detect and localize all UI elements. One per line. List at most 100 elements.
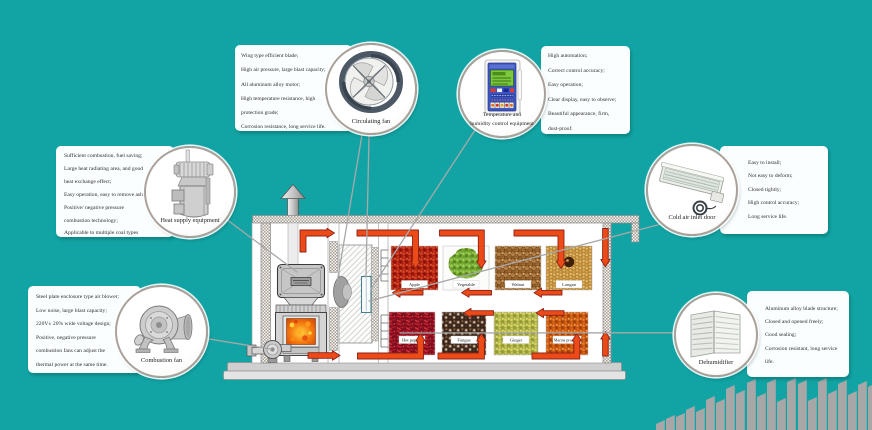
feature-line: 220V± 20% wide voltage design;: [36, 321, 111, 327]
feature-line: Beautiful appearance, firm,: [548, 111, 610, 118]
oven-top-wall-corner: [631, 222, 640, 243]
feature-line: All aluminum alloy motor;: [241, 81, 301, 88]
feature-line: Not easy to deform;: [748, 173, 793, 180]
circle-caption-line: Temperature and: [482, 112, 522, 118]
feature-line: Clear display, easy to observe;: [548, 96, 617, 103]
feature-line: Low noise, large blast capacity;: [36, 307, 107, 314]
airflow-arrows: [299, 227, 611, 361]
callout-circle-circulating-fan: Circulating fan: [325, 43, 417, 135]
leader-circulating-fan-b: [365, 130, 370, 278]
oven-left-outer-panel: [251, 221, 262, 364]
feature-line: heat exchange effect;: [64, 178, 112, 185]
arrow-mid-left-4: [463, 307, 494, 319]
feature-line: Corrosion resistant, long service: [765, 345, 838, 352]
chimney-pipe: [287, 197, 299, 218]
heat-exchanger: [276, 263, 326, 299]
arrow-furnace-bottom: [307, 350, 341, 361]
feature-line: Corrosion resistance, long service life.: [241, 124, 326, 131]
feature-line: Wing type efficient blade;: [241, 53, 299, 59]
feature-line: Easy operation;: [548, 82, 583, 89]
furnace: [275, 297, 327, 362]
arrow-right-wall-up: [600, 331, 611, 357]
tray-label: Vegetable: [457, 282, 475, 287]
circle-caption: Dehumidifier: [698, 359, 734, 366]
tray-label: Apple: [409, 282, 420, 287]
arrow-top-into-longan: [513, 229, 567, 269]
feature-line: Steel plate enclosure type air blower;: [36, 294, 120, 300]
tray-longan: Longan: [545, 245, 593, 291]
cold-air-door-image: [659, 162, 725, 216]
leader-heat-supply: [225, 218, 298, 273]
tray-label: Walnut: [512, 282, 526, 287]
oven-base-slab-lower: [223, 370, 626, 380]
oven-base-slab: [227, 362, 622, 372]
circle-caption-line: humidity control equipment: [470, 120, 534, 127]
arrow-bottom-into-pepper: [357, 333, 426, 360]
arrow-mid-left-3: [533, 287, 563, 298]
arrow-top-into-vegetable: [439, 229, 487, 269]
feature-line: Good sealing;: [765, 332, 797, 339]
feature-line: combustion technology;: [64, 217, 118, 224]
callout-circle-temperature-control: Temperature and humidity control equipme…: [458, 50, 546, 138]
circle-caption: Heat supply equipment: [160, 217, 220, 224]
arrow-right-wall-down: [600, 228, 611, 268]
feature-line: Sufficient combustion, fuel saving;: [64, 153, 143, 159]
oven-left-wall: [260, 222, 271, 364]
arrow-mid-left-1: [392, 287, 424, 298]
combustion-fan-image: [134, 305, 193, 353]
arrow-bottom-into-marine: [531, 333, 582, 360]
feature-line: Closed and opened freely;: [765, 319, 824, 326]
tray-label: Fungus: [457, 338, 471, 343]
feature-line: dust-proof.: [548, 125, 573, 132]
chimney-cap: [280, 183, 306, 199]
oven-top-wall: [252, 215, 640, 224]
leader-temperature: [370, 126, 478, 290]
feature-line: combustion fans can adjust the: [36, 348, 105, 354]
oven-right-wall: [602, 222, 612, 364]
arrow-mid-left-5: [535, 307, 565, 319]
feature-line: Closed tightly;: [748, 186, 782, 193]
arrow-top-into-apple: [356, 229, 421, 269]
feature-line: Easy operation, easy to remove ash;: [64, 191, 145, 198]
temperature-control-image: [484, 59, 522, 115]
tray-walnut: Walnut: [494, 245, 542, 291]
leader-circulating-fan-a: [336, 130, 364, 284]
feature-line: High automation;: [548, 53, 588, 59]
drying-oven: Apple Vegetable Walnut Longan Ho: [223, 183, 640, 380]
tray-label: Longan: [562, 282, 576, 287]
feature-line: High control accuracy;: [748, 200, 800, 207]
arrow-mid-left-2: [461, 287, 492, 298]
tray-label: Ginger: [510, 338, 523, 343]
feature-line: High temperature resistance, high: [241, 95, 316, 102]
feature-line: High air pressure, large blast capacity;: [241, 67, 326, 74]
callout-box-temperature-control: High automation; Correct control accurac…: [541, 46, 630, 134]
leader-cold-air: [368, 222, 667, 302]
circle-caption: Temperature and humidity control equipme…: [460, 111, 544, 128]
feature-line: Positive/ negative pressure: [64, 204, 124, 211]
callout-circle-heat-supply: Heat supply equipment: [144, 146, 236, 238]
feature-line: Large heat radiating area, and good: [64, 165, 144, 172]
circulating-fan-image: [339, 51, 403, 113]
leader-lines: [202, 126, 676, 350]
heat-supply-image: [171, 149, 214, 218]
feature-line: protection grade;: [241, 110, 279, 117]
tray-label: Hot pepper: [402, 338, 423, 343]
leader-combustion-fan: [202, 337, 272, 350]
feature-line: Positive, negative pressure: [36, 334, 96, 341]
arrow-bottom-into-fungus: [437, 333, 487, 360]
tray-label: Marine products: [554, 338, 581, 343]
feature-line: Correct control accuracy;: [548, 67, 605, 74]
callout-box-cold-air-door: Easy to install; Not easy to deform; Clo…: [720, 146, 828, 234]
tray-racks: [380, 249, 389, 348]
callout-circle-dehumidifier: Dehumidifier: [674, 293, 758, 377]
furnace-blower: [246, 340, 292, 363]
feature-line: life.: [765, 358, 774, 365]
circle-caption: Circulating fan: [351, 118, 391, 125]
circle-caption: Combustion fan: [140, 357, 182, 364]
feature-line: Long service life.: [748, 213, 788, 220]
callout-circle-cold-air-door: Cold air inlet door: [646, 144, 738, 236]
skyline-bars: [656, 378, 872, 430]
circle-caption: Cold air inlet door: [668, 214, 716, 221]
